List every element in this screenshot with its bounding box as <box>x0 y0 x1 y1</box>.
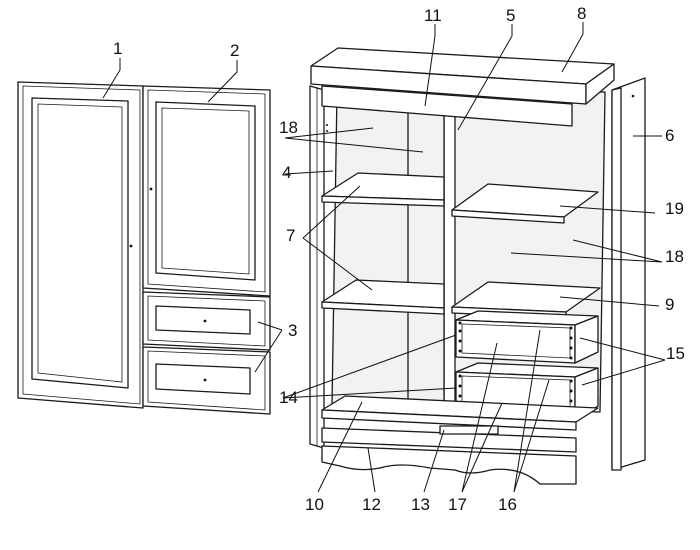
part-label-19: 19 <box>665 199 684 218</box>
part-label-16: 16 <box>498 495 517 514</box>
part-label-4: 4 <box>282 163 291 182</box>
part-label-12: 12 <box>362 495 381 514</box>
part-label-8: 8 <box>577 4 586 23</box>
right-side-panel <box>611 77 646 471</box>
part-label-3: 3 <box>288 321 297 340</box>
part-label-18-right: 18 <box>665 247 684 266</box>
shelf-right-upper <box>451 183 599 224</box>
plinth-base <box>321 445 577 485</box>
drawer-front-lower <box>142 346 271 415</box>
part-label-11: 11 <box>424 6 442 25</box>
part-label-13: 13 <box>411 495 430 514</box>
left-side-panel <box>309 85 328 449</box>
tall-left-door <box>17 81 144 409</box>
part-labels: 1 2 3 4 5 6 7 8 9 10 11 12 13 14 15 16 1… <box>113 4 685 514</box>
part-label-7: 7 <box>286 226 295 245</box>
part-label-18-left: 18 <box>279 118 298 137</box>
part-label-10: 10 <box>305 495 324 514</box>
part-label-17: 17 <box>448 495 467 514</box>
drawer-box-upper <box>455 310 599 364</box>
bottom-panel <box>321 395 599 431</box>
part-label-9: 9 <box>665 295 674 314</box>
part-label-1: 1 <box>113 39 122 58</box>
back-panel <box>331 91 606 413</box>
shelf-left-middle <box>321 279 445 315</box>
middle-partition <box>407 99 456 421</box>
part-label-6: 6 <box>665 126 674 145</box>
leader-lines <box>102 22 666 493</box>
connector-bracket <box>439 425 499 435</box>
part-label-2: 2 <box>230 41 239 60</box>
part-label-14: 14 <box>279 388 298 407</box>
part-label-5: 5 <box>506 6 515 25</box>
top-panel-and-cornice <box>310 47 615 127</box>
glazed-right-door <box>142 85 271 297</box>
drawer-front-upper <box>142 291 271 351</box>
part-label-15: 15 <box>666 344 685 363</box>
plinth-rail <box>321 427 577 453</box>
